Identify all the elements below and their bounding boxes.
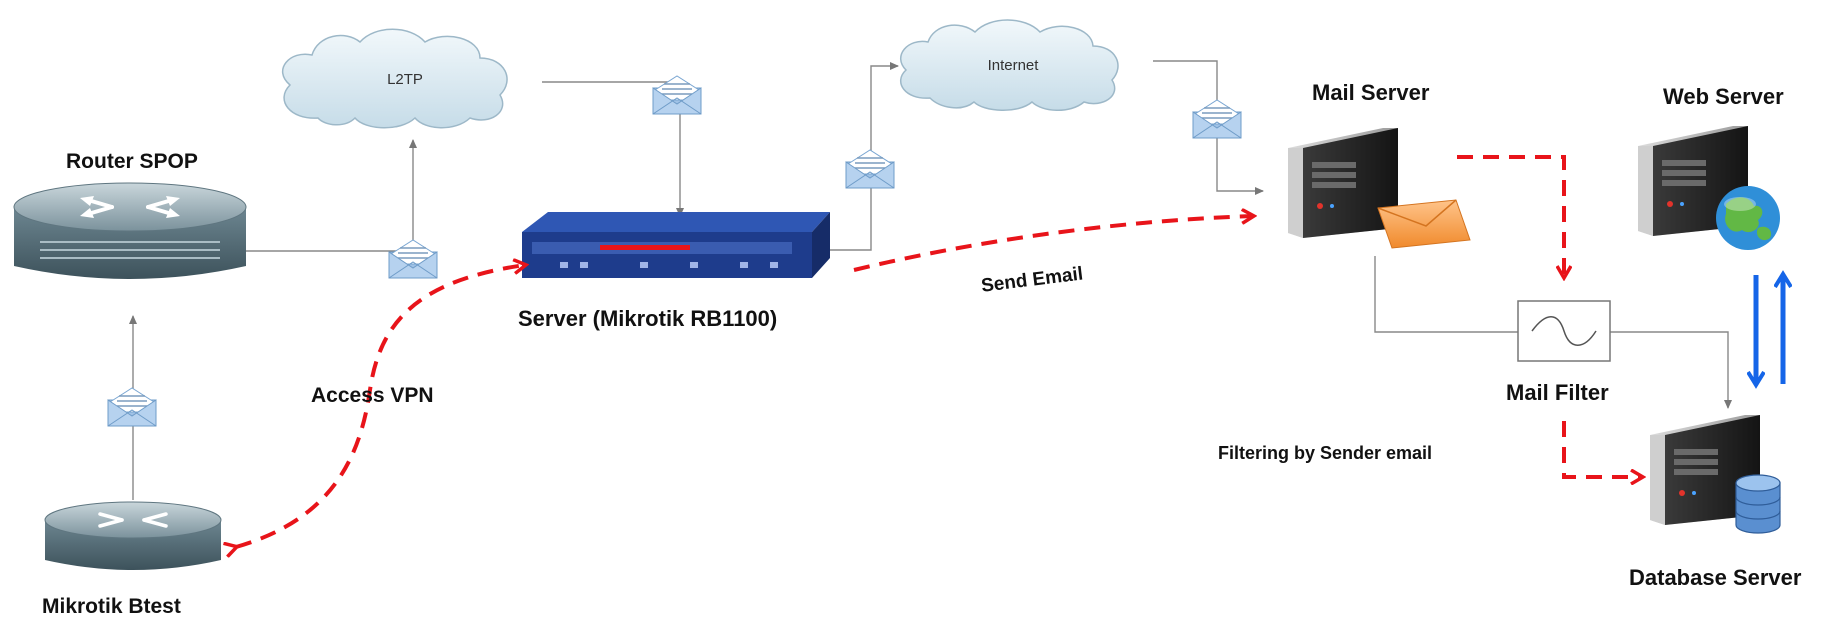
send-email-arrow [853, 216, 1253, 272]
router-spop-icon [13, 182, 247, 279]
l2tp-cloud-label: L2TP [387, 71, 423, 88]
access-vpn-arrow [236, 265, 525, 547]
mail-envelope-icon [388, 239, 438, 279]
access-vpn-annotation: Access VPN [311, 384, 434, 407]
mikrotik-btest-label: Mikrotik Btest [42, 595, 181, 618]
database-server-icon [1650, 415, 1781, 534]
router-spop-label: Router SPOP [66, 150, 198, 173]
internet-cloud: Internet [900, 19, 1119, 111]
mail-to-filter-arrow [1457, 155, 1564, 277]
web-server-label: Web Server [1663, 84, 1784, 109]
database-server-label: Database Server [1629, 565, 1802, 590]
red-dashed-flows [236, 155, 1642, 547]
mail-envelope-icon [1192, 99, 1242, 139]
web-server-icon [1638, 126, 1780, 250]
mikrotik-btest-icon [44, 501, 222, 570]
mail-server-label: Mail Server [1312, 80, 1430, 105]
mail-envelope-icon [107, 387, 157, 427]
filtering-annotation: Filtering by Sender email [1218, 443, 1433, 463]
filter-to-database-arrow [1562, 421, 1642, 477]
server-rb1100-label: Server (Mikrotik RB1100) [518, 306, 778, 331]
mail-filter-icon [1517, 300, 1611, 362]
internet-cloud-label: Internet [988, 57, 1040, 74]
mail-filter-label: Mail Filter [1506, 380, 1609, 405]
mail-server-icon [1288, 128, 1471, 249]
l2tp-cloud: L2TP [282, 28, 508, 129]
mail-envelope-icon [845, 149, 895, 189]
web-database-sync-arrows [1756, 275, 1783, 384]
mikrotik-rb1100-icon [522, 212, 830, 278]
